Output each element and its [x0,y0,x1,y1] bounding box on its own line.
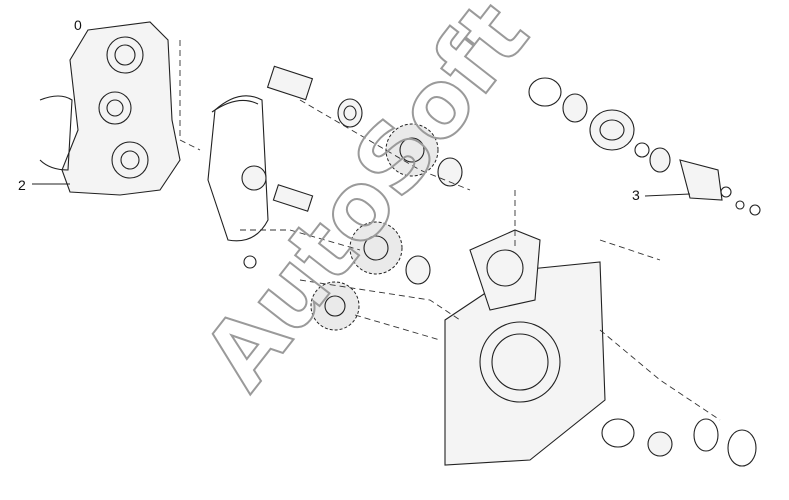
rear-housing [444,229,606,466]
gears [310,123,439,331]
bearings [241,93,673,457]
shaft [266,65,314,212]
front-cover [39,21,181,196]
callout-3-leader [644,193,691,197]
callout-2-label: 2 [18,177,26,193]
gasket [207,95,269,242]
callout-3-label: 3 [632,187,640,203]
seals [243,77,761,467]
right-cover [589,109,723,201]
callout-0-label: 0 [74,17,82,33]
assembly-lines [179,40,721,421]
